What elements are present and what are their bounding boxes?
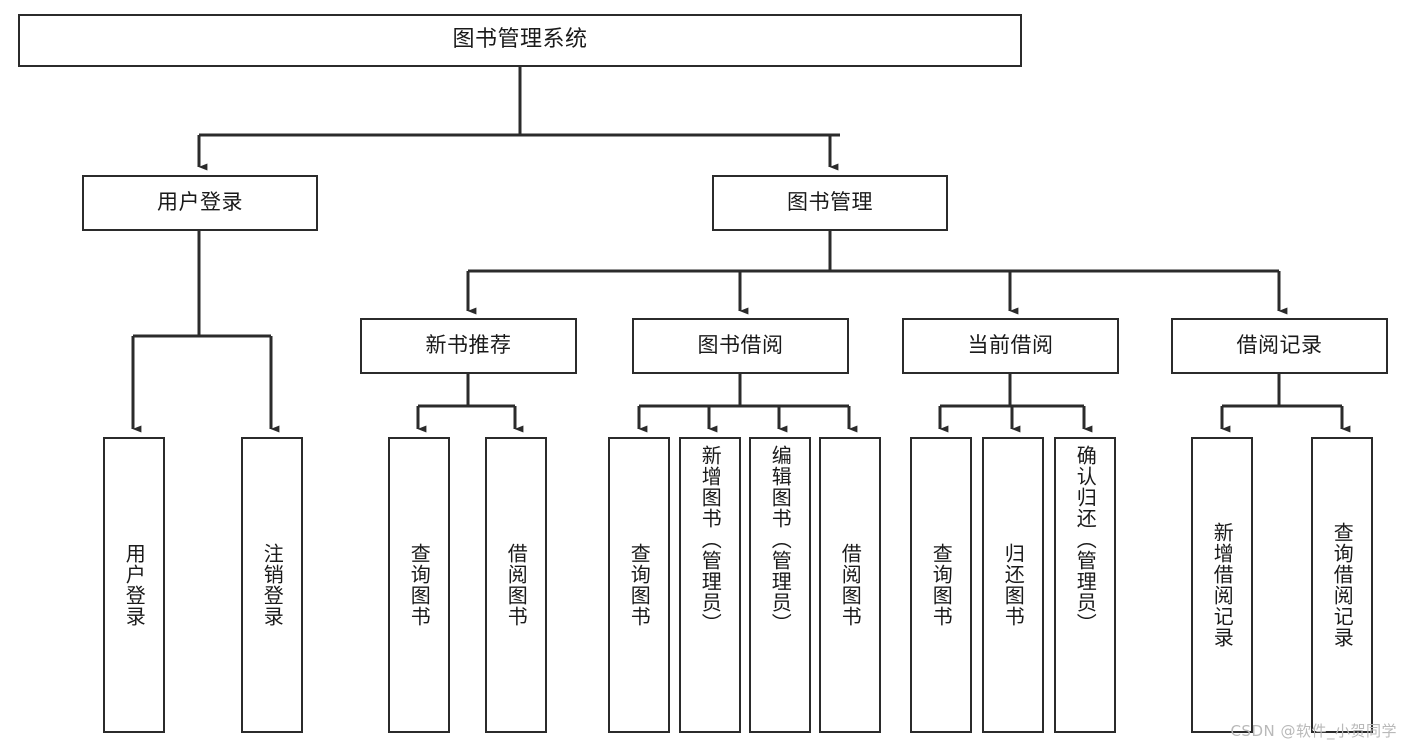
- node-user-login-label: 用户登录: [157, 190, 243, 215]
- node-leaf-query-book-2[interactable]: 查询图书: [608, 437, 670, 733]
- node-leaf-borrow-book-2-label: 借阅图书: [838, 543, 863, 627]
- node-leaf-logout-login-label: 注销登录: [260, 543, 285, 627]
- node-leaf-query-book-1[interactable]: 查询图书: [388, 437, 450, 733]
- node-leaf-return-book-label: 归还图书: [1001, 543, 1026, 627]
- watermark-text: CSDN @软件_小贺同学: [1230, 722, 1397, 740]
- node-leaf-query-book-1-label: 查询图书: [407, 543, 432, 627]
- node-leaf-query-record[interactable]: 查询借阅记录: [1311, 437, 1373, 733]
- node-book-manage[interactable]: 图书管理: [712, 175, 948, 231]
- node-borrow-record-label: 借阅记录: [1236, 333, 1323, 358]
- node-leaf-edit-book[interactable]: 编辑图书（管理员）: [749, 437, 811, 733]
- node-root-system-label: 图书管理系统: [452, 27, 588, 53]
- node-current-borrow-label: 当前借阅: [967, 333, 1054, 358]
- node-leaf-add-record-label: 新增借阅记录: [1210, 522, 1235, 648]
- node-book-borrow-label: 图书借阅: [697, 333, 784, 358]
- node-leaf-add-book[interactable]: 新增图书（管理员）: [679, 437, 741, 733]
- node-root-system[interactable]: 图书管理系统: [18, 14, 1022, 67]
- node-leaf-confirm-return[interactable]: 确认归还（管理员）: [1054, 437, 1116, 733]
- node-leaf-query-book-2-label: 查询图书: [627, 543, 652, 627]
- node-leaf-add-book-label: 新增图书（管理员）: [698, 445, 723, 634]
- node-leaf-add-record[interactable]: 新增借阅记录: [1191, 437, 1253, 733]
- node-book-borrow[interactable]: 图书借阅: [632, 318, 849, 374]
- node-leaf-edit-book-label: 编辑图书（管理员）: [768, 445, 793, 634]
- node-borrow-record[interactable]: 借阅记录: [1171, 318, 1388, 374]
- node-leaf-query-record-label: 查询借阅记录: [1330, 522, 1355, 648]
- node-leaf-query-book-3[interactable]: 查询图书: [910, 437, 972, 733]
- node-leaf-borrow-book-1-label: 借阅图书: [504, 543, 529, 627]
- node-leaf-logout-login[interactable]: 注销登录: [241, 437, 303, 733]
- node-user-login[interactable]: 用户登录: [82, 175, 318, 231]
- node-new-book-recommend-label: 新书推荐: [425, 333, 512, 358]
- node-leaf-borrow-book-2[interactable]: 借阅图书: [819, 437, 881, 733]
- node-new-book-recommend[interactable]: 新书推荐: [360, 318, 577, 374]
- node-leaf-confirm-return-label: 确认归还（管理员）: [1073, 445, 1098, 634]
- node-leaf-borrow-book-1[interactable]: 借阅图书: [485, 437, 547, 733]
- node-leaf-return-book[interactable]: 归还图书: [982, 437, 1044, 733]
- node-current-borrow[interactable]: 当前借阅: [902, 318, 1119, 374]
- node-book-manage-label: 图书管理: [787, 190, 873, 215]
- node-leaf-query-book-3-label: 查询图书: [929, 543, 954, 627]
- node-leaf-user-login-label: 用户登录: [122, 543, 147, 627]
- node-leaf-user-login[interactable]: 用户登录: [103, 437, 165, 733]
